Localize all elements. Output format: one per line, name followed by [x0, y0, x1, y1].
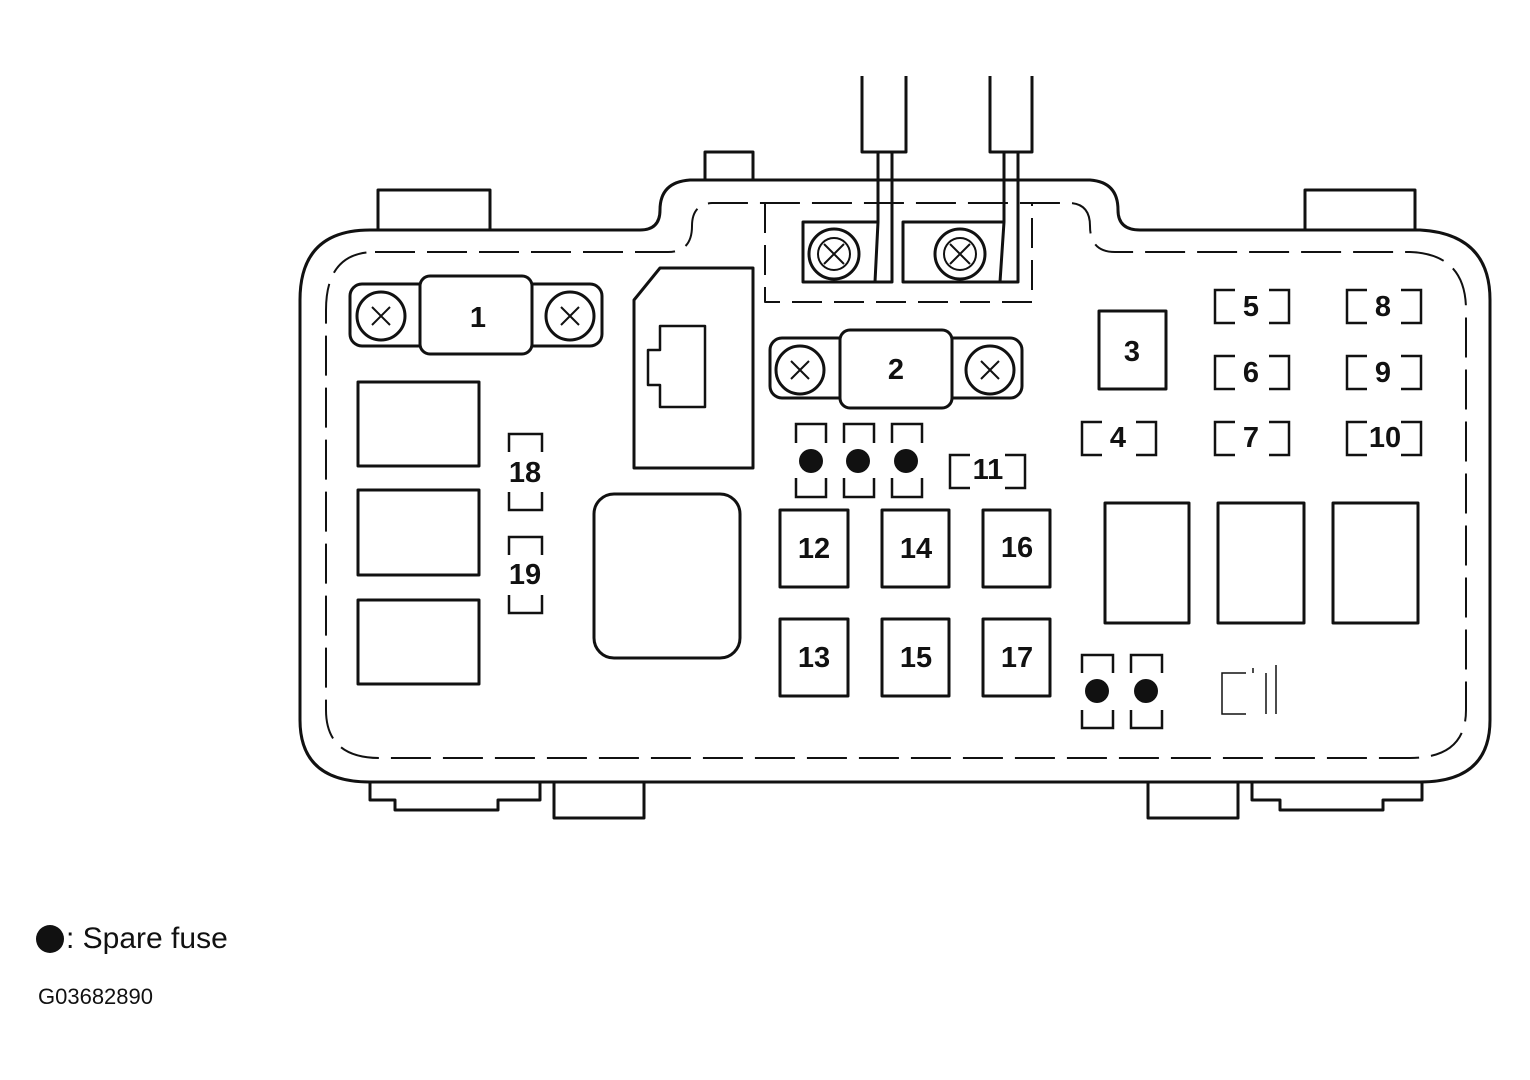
fuse-label-1: 1: [470, 302, 486, 334]
terminal-bolt-right: [933, 227, 987, 281]
fuse-label-3: 3: [1124, 336, 1140, 368]
bottom-tab-4: [1250, 782, 1424, 812]
spare-fuse-slot-5: [1129, 653, 1164, 730]
bottom-tab-3: [1146, 780, 1240, 820]
terminal-area-dashed: [764, 203, 1033, 303]
spare-fuse-slot-2: [842, 422, 876, 499]
spare-fuse-slot-1: [794, 422, 828, 499]
figure-code: G03682890: [38, 984, 153, 1009]
fuse-box-outline: [298, 178, 1492, 784]
mini-fuse-18: [507, 432, 544, 512]
battery-cable-left: [860, 76, 908, 154]
fuse-label-19: 19: [509, 559, 541, 591]
fuse-label-16: 16: [1001, 532, 1033, 564]
relay-right-2: [1216, 501, 1306, 625]
fuse-1-bolt-right: [544, 290, 596, 342]
mini-fuse-19: [507, 535, 544, 615]
fuse-label-15: 15: [900, 642, 932, 674]
spare-fuse-dot-icon: [1134, 679, 1158, 703]
control-module: [592, 492, 742, 660]
fuse-label-4: 4: [1110, 422, 1126, 454]
spare-fuse-dot-icon: [846, 449, 870, 473]
fuse-label-14: 14: [900, 533, 932, 565]
spare-fuse-slot-3: [890, 422, 924, 499]
fuse-12-box: [778, 508, 850, 589]
fuse-1-bolt-left: [355, 290, 407, 342]
fuse-label-12: 12: [798, 533, 830, 565]
relay-left-2: [356, 488, 481, 577]
fuse-label-9: 9: [1375, 357, 1391, 389]
connector-socket: [646, 324, 707, 409]
relay-right-1: [1103, 501, 1191, 625]
bottom-tab-1: [368, 782, 542, 812]
fuse-14-box: [880, 508, 951, 589]
cable-wire-left: [801, 152, 894, 284]
fuse-label-5: 5: [1243, 291, 1259, 323]
spare-fuse-dot-icon: [894, 449, 918, 473]
terminal-bolt-left-inner: [817, 237, 851, 271]
spare-fuse-dot-icon: [36, 925, 64, 953]
fuse-label-8: 8: [1375, 291, 1391, 323]
terminal-bolt-right-inner: [943, 237, 977, 271]
battery-cable-right: [988, 76, 1034, 154]
spare-fuse-slot-4: [1080, 653, 1115, 730]
bottom-tab-2: [552, 780, 646, 820]
fuse-13-box: [778, 617, 850, 698]
fuse-label-7: 7: [1243, 422, 1259, 454]
fuse-box-inner-outline: [325, 202, 1467, 759]
fuse-label-18: 18: [509, 457, 541, 489]
empty-slot: [1221, 665, 1277, 715]
cable-wire-right: [901, 152, 1020, 284]
mini-fuse-10: [1345, 420, 1423, 457]
mini-fuse-8: [1345, 288, 1423, 325]
top-center-tab: [703, 150, 755, 180]
fuse-17-box: [981, 617, 1052, 698]
spare-fuse-dot-icon: [799, 449, 823, 473]
relay-right-3: [1331, 501, 1420, 625]
fuse-2-bolt-right: [964, 344, 1016, 396]
mini-fuse-5: [1213, 288, 1291, 325]
mini-fuse-9: [1345, 354, 1423, 391]
fuse-3-box: [1097, 309, 1168, 391]
top-left-tab: [376, 188, 492, 232]
mini-fuse-11: [948, 453, 1027, 490]
legend: : Spare fuse: [36, 922, 228, 956]
fuse-2-body: [838, 328, 954, 410]
legend-text: : Spare fuse: [66, 922, 228, 955]
fuse-label-11: 11: [973, 454, 1004, 486]
mini-fuse-4: [1080, 420, 1158, 457]
fuse-label-6: 6: [1243, 357, 1259, 389]
fuse-label-17: 17: [1001, 642, 1033, 674]
fuse-label-2: 2: [888, 354, 904, 386]
top-right-tab: [1303, 188, 1417, 232]
fuse-15-box: [880, 617, 951, 698]
connector-block: [632, 266, 755, 470]
relay-left-3: [356, 598, 481, 686]
fuse-label-10: 10: [1369, 422, 1401, 454]
mini-fuse-7: [1213, 420, 1291, 457]
fuse-2-bolt-left: [774, 344, 826, 396]
fuse-1-body: [418, 274, 534, 356]
relay-left-1: [356, 380, 481, 468]
fuse-label-13: 13: [798, 642, 830, 674]
terminal-bolt-left: [807, 227, 861, 281]
mini-fuse-6: [1213, 354, 1291, 391]
spare-fuse-dot-icon: [1085, 679, 1109, 703]
fuse-16-box: [981, 508, 1052, 589]
